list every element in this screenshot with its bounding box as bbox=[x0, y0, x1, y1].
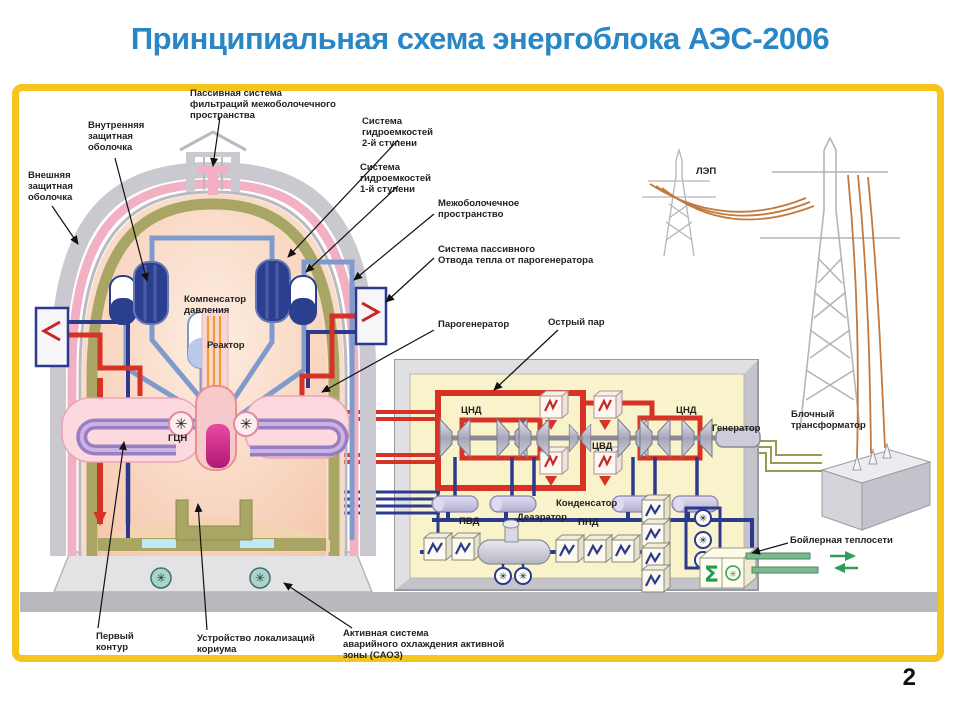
turbine-shaft bbox=[439, 418, 761, 458]
ground bbox=[20, 592, 938, 612]
label-cnd-left: ЦНД bbox=[461, 405, 482, 416]
label-pvd: ПВД bbox=[459, 516, 480, 527]
hydro-tank-1st-right bbox=[289, 275, 317, 325]
label-generator: Генератор bbox=[712, 423, 761, 434]
vent-stack bbox=[179, 130, 247, 195]
label-steam-generator: Парогенератор bbox=[438, 319, 510, 330]
power-lines bbox=[642, 136, 900, 461]
power-tower-large bbox=[760, 136, 900, 431]
label-lep: ЛЭП bbox=[696, 166, 717, 177]
label-passive-filter: Пассивная система фильтраций межоболочеч… bbox=[190, 88, 336, 122]
label-deaerator: Деаэратор bbox=[517, 512, 567, 523]
svg-text:Σ: Σ bbox=[704, 563, 719, 588]
hydro-tank-2nd-left bbox=[132, 260, 170, 326]
label-live-steam: Острый пар bbox=[548, 317, 605, 328]
corium-catcher bbox=[175, 499, 253, 541]
deaerator-vessel bbox=[477, 539, 551, 565]
transmission-wires bbox=[649, 174, 886, 461]
boiler-unit: Σ ✳ bbox=[698, 546, 858, 590]
label-outer-shell: Внешняя защитная оболочка bbox=[28, 170, 73, 204]
label-primary-circuit: Первый контур bbox=[96, 631, 134, 654]
page-number: 2 bbox=[902, 664, 916, 691]
label-inner-shell: Внутренняя защитная оболочка bbox=[88, 120, 145, 154]
inner-shell bbox=[86, 198, 340, 556]
reactor-vessel bbox=[195, 309, 237, 471]
power-tower-small bbox=[642, 147, 716, 257]
svg-text:✳: ✳ bbox=[729, 570, 737, 580]
label-transformer: Блочный трансформатор bbox=[791, 409, 866, 432]
page-title: Принципиальная схема энергоблока АЭС-200… bbox=[130, 21, 830, 56]
diagram-frame bbox=[12, 84, 944, 662]
main-coolant-pump bbox=[233, 411, 259, 437]
eccs-pump-fan bbox=[150, 567, 172, 589]
generator-body bbox=[715, 428, 761, 448]
hydro-tank-1st-left bbox=[109, 275, 137, 325]
label-reactor: Реактор bbox=[207, 340, 245, 351]
primary-circuit bbox=[34, 235, 388, 541]
label-saoz: Активная система аварийного охлаждения а… bbox=[343, 628, 505, 662]
label-passive-heat: Система пассивного Отвода тепла от парог… bbox=[438, 244, 594, 267]
passive-heat-pipes-red bbox=[68, 313, 358, 396]
label-boiler: Бойлерная теплосети bbox=[790, 535, 893, 546]
label-gcn: ГЦН bbox=[168, 433, 188, 444]
label-intershell: Межоболочечное пространство bbox=[438, 198, 520, 221]
leader-arrows bbox=[51, 116, 789, 631]
label-pressurizer: Компенсатор давления bbox=[184, 294, 247, 317]
block-transformer bbox=[820, 442, 932, 531]
foundation bbox=[52, 551, 374, 593]
label-cnd-right: ЦНД bbox=[676, 405, 697, 416]
eccs-pump-fan bbox=[249, 567, 271, 589]
label-hydro2: Система гидроемкостей 2-й ступени bbox=[362, 116, 433, 150]
label-condenser: Конденсатор bbox=[556, 498, 618, 509]
generator-leads bbox=[756, 440, 822, 472]
hydro-tank-2nd-right bbox=[254, 258, 292, 324]
label-hydro1: Система гидроемкостей 1-й ступени bbox=[360, 162, 431, 196]
label-cvd: ЦВД bbox=[592, 441, 613, 452]
label-corium: Устройство локализаций кориума bbox=[197, 633, 315, 656]
feedwater-train bbox=[422, 493, 722, 594]
label-pnd: ПНД bbox=[578, 517, 599, 528]
